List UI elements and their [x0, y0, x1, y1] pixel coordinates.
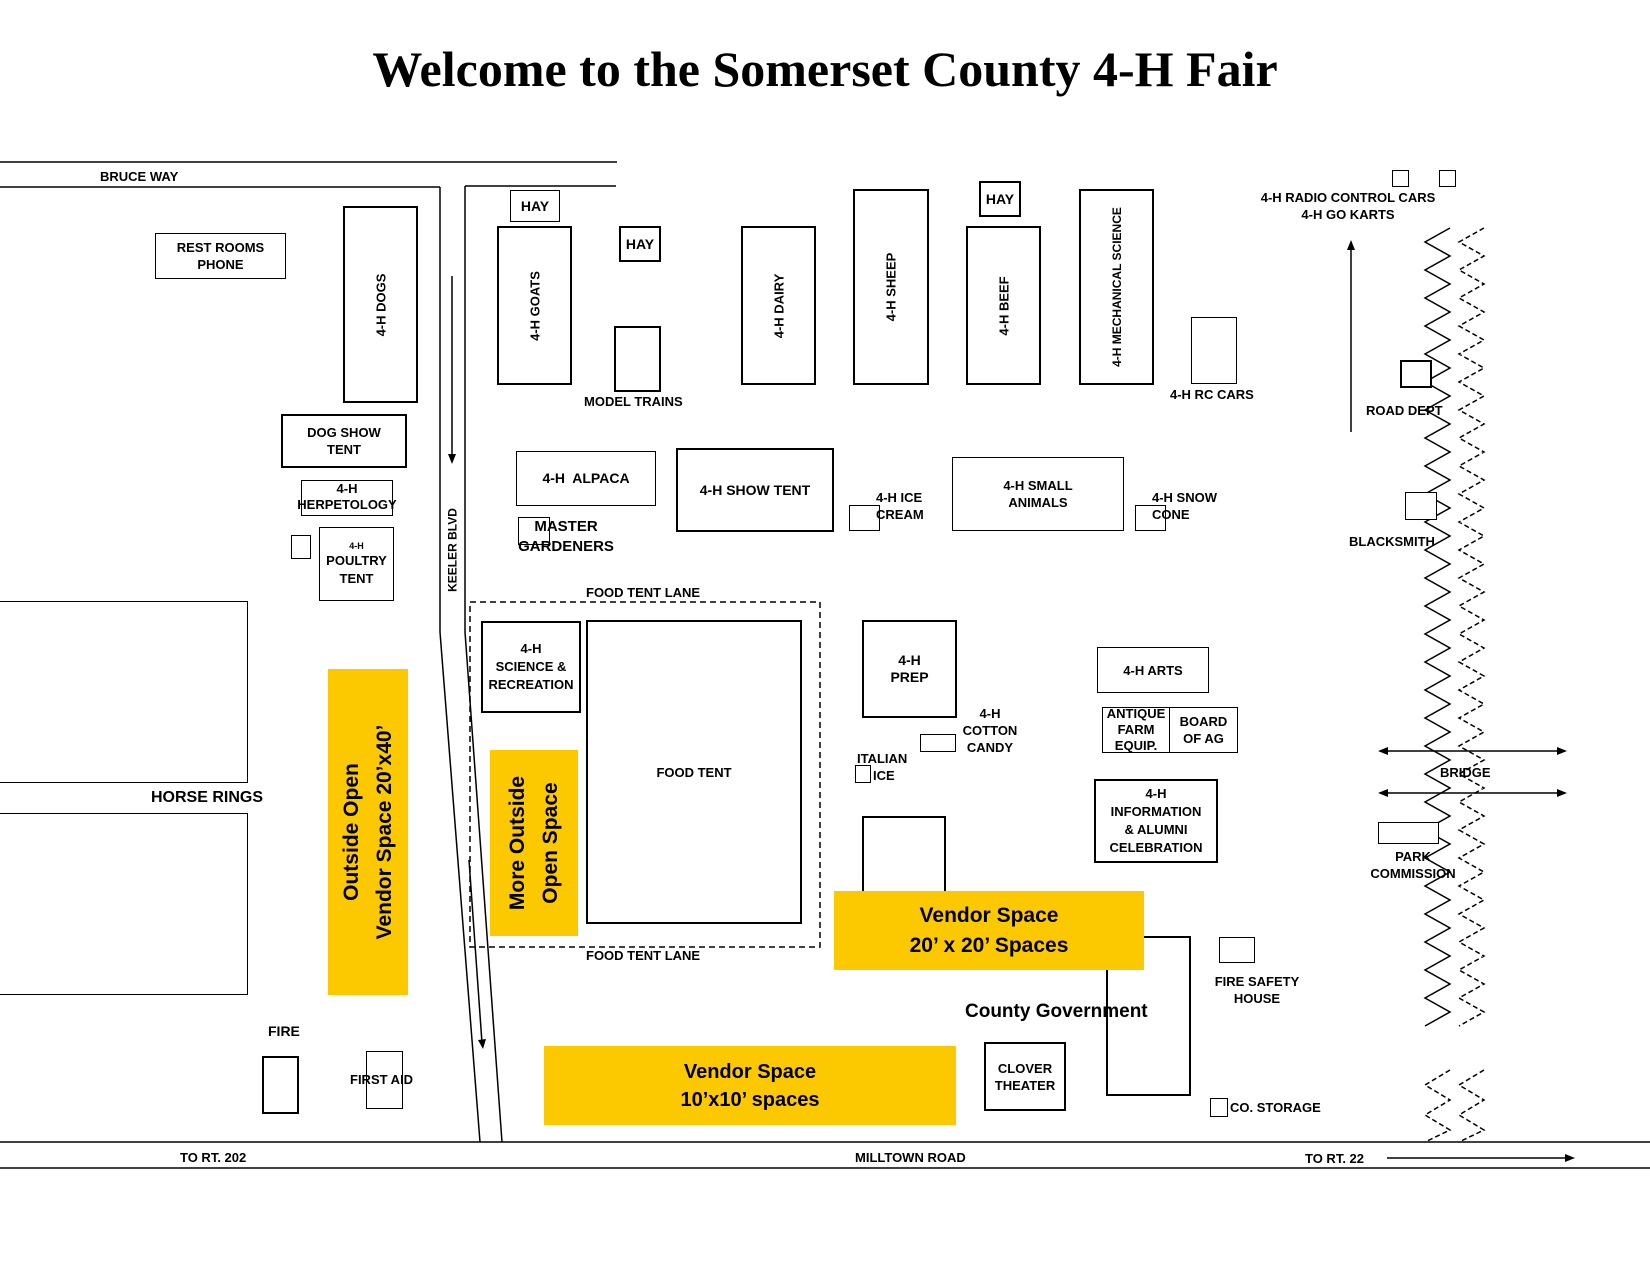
- first-aid-label: FIRST AID: [350, 1072, 414, 1087]
- arts-building: 4-H ARTS: [1097, 647, 1209, 693]
- fire-building: [262, 1056, 299, 1114]
- sheep-building: 4-H SHEEP: [853, 189, 929, 385]
- horse-rings-label: HORSE RINGS: [151, 789, 264, 806]
- county-government-label: County Government: [965, 1001, 1148, 1022]
- mechanical-science-building: 4-H MECHANICAL SCIENCE: [1079, 189, 1154, 385]
- page-title: Welcome to the Somerset County 4-H Fair: [372, 41, 1278, 97]
- hay-building-2: HAY: [619, 226, 661, 262]
- beef-building: 4-H BEEF: [966, 226, 1041, 385]
- hay-building-1: HAY: [510, 190, 560, 222]
- road-dept-label: ROAD DEPT: [1366, 403, 1443, 418]
- snow-cone-stand: [1135, 505, 1166, 531]
- first-aid-building: [366, 1051, 403, 1109]
- milltown-road-label: MILLTOWN ROAD: [855, 1150, 966, 1165]
- goats-building: 4-H GOATS: [497, 226, 572, 385]
- dairy-building: 4-H DAIRY: [741, 226, 816, 385]
- rc-cars-label: 4-H RC CARS: [1170, 387, 1254, 402]
- co-storage-label: CO. STORAGE: [1230, 1100, 1321, 1115]
- model-trains-building: [614, 326, 661, 392]
- bruce-way-label: BRUCE WAY: [100, 169, 179, 184]
- blacksmith-building: [1405, 492, 1437, 520]
- show-tent: 4-H SHOW TENT: [676, 448, 834, 532]
- fire-label: FIRE: [268, 1023, 300, 1039]
- food-tent-lane-top-label: FOOD TENT LANE: [586, 585, 701, 600]
- food-tent: FOOD TENT: [586, 620, 802, 924]
- to-rt-202-label: TO RT. 202: [180, 1150, 247, 1165]
- horse-ring-top: [0, 601, 248, 783]
- food-tent-lane-bottom-label: FOOD TENT LANE: [586, 948, 701, 963]
- radio-control-marker-2: [1439, 170, 1456, 187]
- vendor-arrow-target: [862, 816, 946, 894]
- co-storage-building: [1210, 1098, 1228, 1117]
- antique-building: [1102, 707, 1170, 753]
- hay-building-3: HAY: [979, 181, 1021, 217]
- italian-ice-stand: [855, 765, 871, 783]
- cotton-candy-stand: [920, 734, 956, 752]
- alpaca-building: 4-H ALPACA: [516, 451, 656, 506]
- dogs-building: 4-H DOGS: [343, 206, 418, 403]
- fire-safety-building: [1219, 937, 1255, 963]
- horse-ring-bottom: [0, 813, 248, 995]
- small-shed: [291, 535, 311, 559]
- road-dept-building: [1400, 360, 1432, 388]
- master-gardeners-booth: [518, 517, 550, 545]
- blacksmith-label: BLACKSMITH: [1349, 534, 1435, 549]
- herpetology-building: [301, 480, 393, 516]
- keeler-blvd-label: KEELER BLVD: [445, 508, 460, 592]
- bridge-label: BRIDGE: [1440, 765, 1491, 780]
- to-rt-22-label: TO RT. 22: [1305, 1151, 1365, 1166]
- model-trains-label: MODEL TRAINS: [584, 394, 683, 409]
- rc-cars-building: [1191, 317, 1237, 384]
- park-commission-building: [1378, 822, 1439, 844]
- radio-control-marker-1: [1392, 170, 1409, 187]
- ice-cream-stand: [849, 505, 880, 531]
